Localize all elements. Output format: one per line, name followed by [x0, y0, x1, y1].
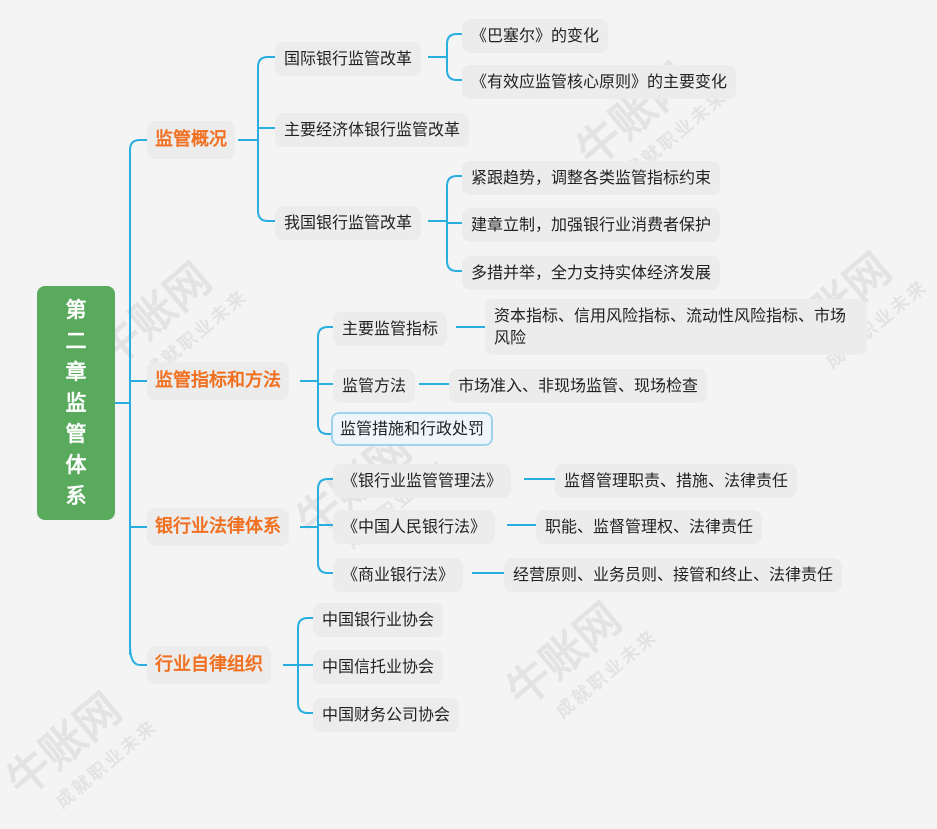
node-banking-supervision-law[interactable]: 《银行业监管管理法》: [333, 464, 512, 498]
connector: [317, 423, 334, 435]
connector: [446, 69, 463, 81]
node-commercial-bank-law[interactable]: 《商业银行法》: [333, 558, 464, 592]
node-measures-penalties[interactable]: 监管措施和行政处罚: [331, 412, 494, 446]
connector: [446, 175, 463, 187]
connector: [129, 644, 148, 666]
node-trust-association[interactable]: 中国信托业协会: [313, 650, 444, 684]
branch-indicators-methods[interactable]: 监管指标和方法: [147, 362, 289, 400]
node-banking-association[interactable]: 中国银行业协会: [313, 603, 444, 637]
connector: [297, 702, 314, 714]
branch-legal-system[interactable]: 银行业法律体系: [147, 508, 289, 546]
connector: [446, 260, 463, 272]
root-node[interactable]: 第二章监管体系: [37, 286, 115, 520]
connector: [297, 617, 314, 629]
leaf-law3-content[interactable]: 经营原则、业务员则、接管和终止、法律责任: [504, 558, 843, 592]
leaf-consumer-protection[interactable]: 建章立制，加强银行业消费者保护: [462, 208, 721, 242]
leaf-law1-content[interactable]: 监督管理职责、措施、法律责任: [555, 464, 798, 498]
leaf-core-principles-changes[interactable]: 《有效应监管核心原则》的主要变化: [462, 65, 737, 99]
node-china-bank-reform[interactable]: 我国银行监管改革: [275, 206, 422, 240]
connector: [317, 326, 334, 338]
connector: [317, 562, 334, 574]
connector: [446, 33, 463, 45]
connector: [129, 139, 148, 151]
node-main-indicators[interactable]: 主要监管指标: [333, 312, 448, 346]
branch-self-regulatory-orgs[interactable]: 行业自律组织: [147, 646, 271, 684]
leaf-indicator-types[interactable]: 资本指标、信用风险指标、流动性风险指标、市场风险: [485, 299, 867, 355]
node-supervision-methods[interactable]: 监管方法: [333, 369, 416, 403]
node-finance-company-association[interactable]: 中国财务公司协会: [313, 698, 460, 732]
connector: [257, 56, 276, 68]
connector-lines: [115, 33, 556, 714]
leaf-follow-trends[interactable]: 紧跟趋势，调整各类监管指标约束: [462, 161, 721, 195]
leaf-support-real-economy[interactable]: 多措并举，全力支持实体经济发展: [462, 256, 721, 290]
connector: [257, 210, 276, 222]
node-pboc-law[interactable]: 《中国人民银行法》: [333, 510, 496, 544]
connector: [317, 478, 334, 490]
node-intl-bank-reform[interactable]: 国际银行监管改革: [275, 42, 422, 76]
leaf-method-types[interactable]: 市场准入、非现场监管、现场检查: [449, 369, 708, 403]
node-major-economies-reform[interactable]: 主要经济体银行监管改革: [275, 113, 470, 147]
branch-supervision-overview[interactable]: 监管概况: [147, 121, 235, 159]
leaf-basel-changes[interactable]: 《巴塞尔》的变化: [462, 19, 609, 53]
leaf-law2-content[interactable]: 职能、监督管理权、法律责任: [536, 510, 763, 544]
root-label: 第二章监管体系: [65, 297, 87, 508]
